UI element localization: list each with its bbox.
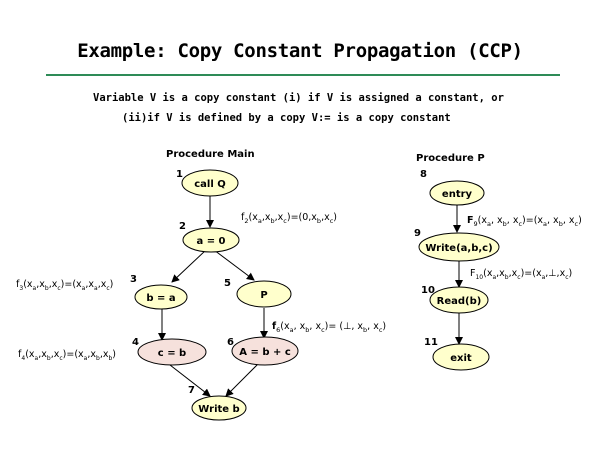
p-edges <box>453 205 463 345</box>
svg-text:3: 3 <box>130 274 137 285</box>
node-1: 1 call Q <box>176 169 239 197</box>
svg-text:a = 0: a = 0 <box>196 236 225 247</box>
svg-text:A = b + c: A = b + c <box>239 347 291 358</box>
node-4: 4 c = b <box>132 337 207 366</box>
transfer-function-f6: f6(xa, xb, xc)= (⊥, xb, xc) <box>272 321 386 334</box>
svg-text:b = a: b = a <box>146 293 175 304</box>
title-divider <box>46 74 560 76</box>
transfer-function-f2: f2(xa,xb,xc)=(0,xb,xc) <box>241 212 337 225</box>
svg-text:8: 8 <box>420 169 427 180</box>
svg-text:Write(a,b,c): Write(a,b,c) <box>425 243 492 254</box>
edge-2-5 <box>213 249 255 281</box>
svg-text:P: P <box>260 290 267 301</box>
node-3: 3 b = a <box>130 274 188 310</box>
svg-text:Read(b): Read(b) <box>437 296 482 307</box>
edge-4-7 <box>169 364 211 397</box>
procedure-main-label: Procedure Main <box>166 149 255 160</box>
svg-text:11: 11 <box>424 337 438 348</box>
definition-line-1: Variable V is a copy constant (i) if V i… <box>93 92 504 104</box>
svg-text:10: 10 <box>421 285 435 296</box>
svg-text:7: 7 <box>188 385 195 396</box>
transfer-function-f9: F9(xa, xb, xc)=(xa, xb, xc) <box>467 215 582 228</box>
transfer-function-f4: f4(xa,xb,xc)=(xa,xb,xb) <box>18 349 116 362</box>
procedure-p-label: Procedure P <box>416 153 485 164</box>
svg-text:9: 9 <box>414 228 421 239</box>
node-5: 5 P <box>224 278 292 308</box>
node-10: 10 Read(b) <box>421 285 489 314</box>
svg-text:5: 5 <box>224 278 231 289</box>
svg-text:c = b: c = b <box>158 348 186 359</box>
svg-text:1: 1 <box>176 169 183 180</box>
node-2: 2 a = 0 <box>179 221 240 253</box>
svg-text:Write b: Write b <box>198 404 239 415</box>
edge-2-3 <box>171 249 207 283</box>
main-edges <box>158 195 268 397</box>
svg-text:2: 2 <box>179 221 186 232</box>
transfer-function-f3: f3(xa,xb,xc)=(xa,xa,xc) <box>16 279 113 292</box>
svg-text:exit: exit <box>450 353 472 364</box>
node-8: 8 entry <box>420 169 485 206</box>
node-11: 11 exit <box>424 337 490 371</box>
edge-6-7 <box>225 363 259 397</box>
svg-text:4: 4 <box>132 337 139 348</box>
node-9: 9 Write(a,b,c) <box>414 228 500 262</box>
node-7: 7 Write b <box>188 385 247 421</box>
svg-text:call Q: call Q <box>194 179 226 190</box>
definition-line-2: (ii)if V is defined by a copy V:= is a c… <box>122 112 451 124</box>
svg-text:6: 6 <box>227 337 234 348</box>
transfer-function-f10: F10(xa,xb,xc)=(xa,⊥,xc) <box>470 268 572 281</box>
node-6: 6 A = b + c <box>227 336 299 366</box>
svg-text:entry: entry <box>442 189 473 200</box>
slide-title: Example: Copy Constant Propagation (CCP) <box>77 40 523 62</box>
